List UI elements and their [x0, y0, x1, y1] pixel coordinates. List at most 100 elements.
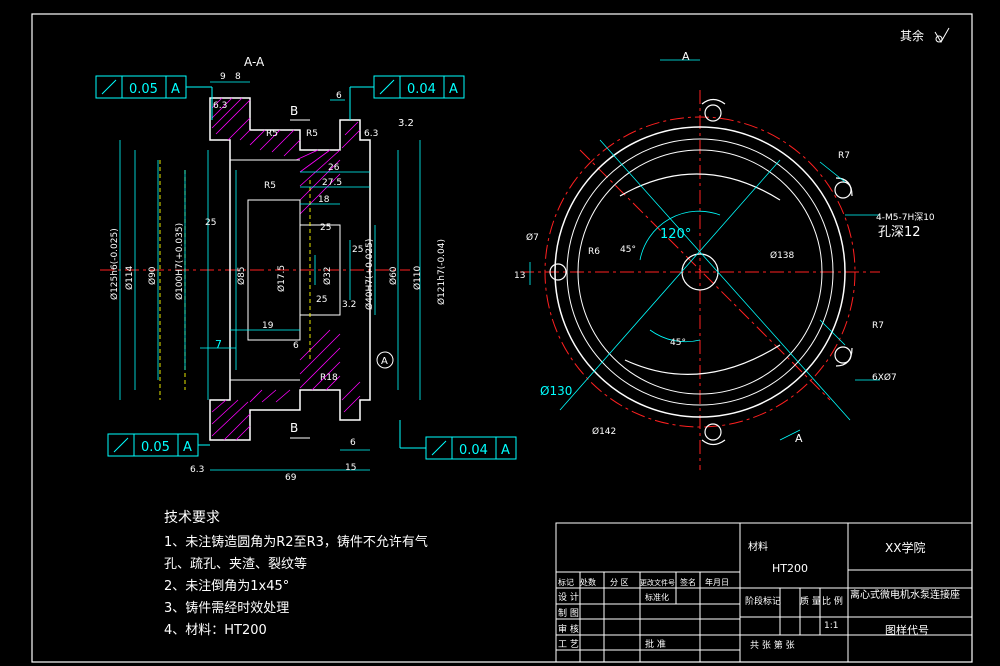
- hole-d7: Ø7: [526, 232, 539, 243]
- section-title: A-A: [244, 55, 265, 69]
- scale-value: 1:1: [824, 621, 838, 631]
- dia-130: Ø130: [540, 384, 572, 398]
- dia-90: Ø90: [147, 266, 158, 285]
- section-mark-bottom: B: [290, 421, 298, 435]
- dim-27: 27.5: [322, 178, 342, 188]
- dia-142: Ø142: [592, 426, 616, 437]
- gdt-top-right-datum: A: [449, 82, 458, 97]
- dim-6-top: 6: [336, 91, 342, 101]
- gdt-top-left-datum: A: [171, 82, 180, 97]
- tech-line-4: 3、铸件需经时效处理: [164, 600, 289, 616]
- plan-arrow-top: A: [682, 50, 690, 63]
- runout-arrow-icon: [431, 440, 447, 456]
- lbl-stage: 阶段标记: [745, 595, 781, 607]
- gdt-bottom-right-value: 0.04: [459, 443, 488, 458]
- lbl-weight: 质 量: [800, 595, 821, 607]
- lbl-check: 审 核: [558, 623, 579, 635]
- dim-7: 7: [215, 338, 222, 351]
- hdr-mark: 标记: [558, 577, 574, 587]
- section-dim-lines: [119, 81, 421, 471]
- gdt-top-right-value: 0.04: [407, 82, 436, 97]
- hdr-file: 更改文件号: [640, 578, 675, 587]
- title-block-grid: [555, 522, 973, 663]
- bolt-circle: [544, 116, 856, 428]
- dim-13: 13: [514, 271, 525, 281]
- tech-heading: 技术要求: [164, 510, 220, 526]
- r7-right: R7: [872, 321, 884, 331]
- gdt-top-right: 0.04 A: [349, 75, 465, 120]
- lbl-approve: 批 准: [645, 638, 666, 650]
- tech-line-1: 1、未注铸造圆角为R2至R3，铸件不允许有气: [164, 534, 428, 550]
- lbl-scale: 比 例: [822, 595, 843, 607]
- plan-view: A A R7 R7 4-M5-7H深10 孔深12 Ø7 R6 13 120° …: [514, 50, 935, 470]
- inner-bores: [230, 159, 341, 381]
- ra-6-3-b: 6.3: [364, 129, 378, 139]
- ra-25-b: 25: [316, 295, 327, 305]
- lbl-design: 设 计: [558, 591, 579, 603]
- holes-6x7: 6XØ7: [872, 372, 897, 383]
- part-name: 离心式微电机水泵连接座: [850, 588, 960, 601]
- lbl-draw: 制 图: [558, 607, 579, 619]
- gdt-bottom-right: 0.04 A: [399, 420, 517, 460]
- r5-a: R5: [266, 129, 278, 139]
- dim-15: 15: [345, 463, 356, 473]
- school-name: XX学院: [885, 540, 925, 555]
- dia-32: Ø32: [322, 266, 333, 285]
- datum-label: A: [381, 356, 388, 367]
- drawing-border: [31, 13, 973, 663]
- ra-6-3-a: 6.3: [213, 101, 227, 111]
- section-mark-top: B: [290, 104, 298, 118]
- hdr-sign: 签名: [680, 577, 696, 587]
- ra-6-3-c: 6.3: [190, 465, 204, 475]
- sheets: 共 张 第 张: [750, 639, 795, 651]
- dim-18: 18: [318, 195, 330, 205]
- dia-125: Ø125h6(-0.025): [109, 228, 120, 300]
- gdt-top-left: 0.05 A: [95, 75, 213, 120]
- ra-25-c: 25: [352, 245, 363, 255]
- tech-requirements: 技术要求 1、未注铸造圆角为R2至R3，铸件不允许有气 孔、疏孔、夹渣、裂纹等 …: [164, 510, 428, 638]
- runout-arrow-icon: [101, 79, 117, 95]
- dim-6-mid: 6: [293, 341, 299, 351]
- plan-diag-centerline: [579, 149, 831, 401]
- title-block-texts: 材料 HT200 XX学院 离心式微电机水泵连接座 图样代号 标记 处数 分 区…: [558, 540, 960, 651]
- datum-circle-icon: [376, 351, 394, 369]
- runout-arrow-icon: [113, 437, 129, 453]
- section-view: A-A: [95, 55, 517, 483]
- dim-19: 19: [262, 321, 274, 331]
- r7-top: R7: [838, 151, 850, 161]
- roughness-symbol-icon: [934, 27, 950, 43]
- ra-3-2-top: 3.2: [398, 118, 414, 129]
- hatch-bottom: [211, 329, 361, 441]
- drawing-no-label: 图样代号: [885, 623, 929, 637]
- section-outline: [209, 97, 371, 441]
- dim-26: 26: [328, 163, 340, 173]
- hdr-count: 处数: [580, 577, 596, 587]
- plan-dim-texts: R7 R7 4-M5-7H深10 孔深12 Ø7 R6 13 120° 45° …: [514, 151, 935, 437]
- angle-45-a: 45°: [620, 245, 636, 255]
- surface-note: 其余: [900, 28, 924, 43]
- runout-arrow-icon: [379, 79, 395, 95]
- gdt-bottom-left: 0.05 A: [107, 433, 210, 457]
- dim-8: 8: [235, 72, 241, 82]
- ra-25-d: 25: [205, 218, 216, 228]
- r5-c: R5: [264, 181, 276, 191]
- dia-121: Ø121h7(-0.04): [436, 239, 447, 305]
- third-circle: [577, 149, 823, 395]
- section-dia-texts: Ø125h6(-0.025) Ø114 Ø90 Ø100H7(+0.035) Ø…: [109, 223, 447, 310]
- r6: R6: [588, 247, 600, 257]
- hatch-top: [211, 97, 361, 215]
- dim-6-bot: 6: [350, 438, 356, 448]
- tech-line-5: 4、材料：HT200: [164, 623, 267, 638]
- lbl-process: 工 艺: [558, 639, 579, 650]
- gdt-bottom-left-value: 0.05: [141, 440, 170, 455]
- gdt-bottom-left-datum: A: [183, 440, 192, 455]
- slot-top: [619, 173, 781, 201]
- material-label: 材料: [748, 540, 768, 553]
- section-dim-texts: 9 8 6 R5 R5 R5 26 27.5 18 19 7 6 R18 69 …: [190, 72, 414, 483]
- roughness-circle-icon: [935, 35, 943, 43]
- tech-line-3: 2、未注倒角为1x45°: [164, 579, 289, 594]
- hole-depth: 孔深12: [878, 225, 921, 240]
- outer-circle: [554, 126, 846, 418]
- dia-17: Ø17.5: [276, 265, 287, 292]
